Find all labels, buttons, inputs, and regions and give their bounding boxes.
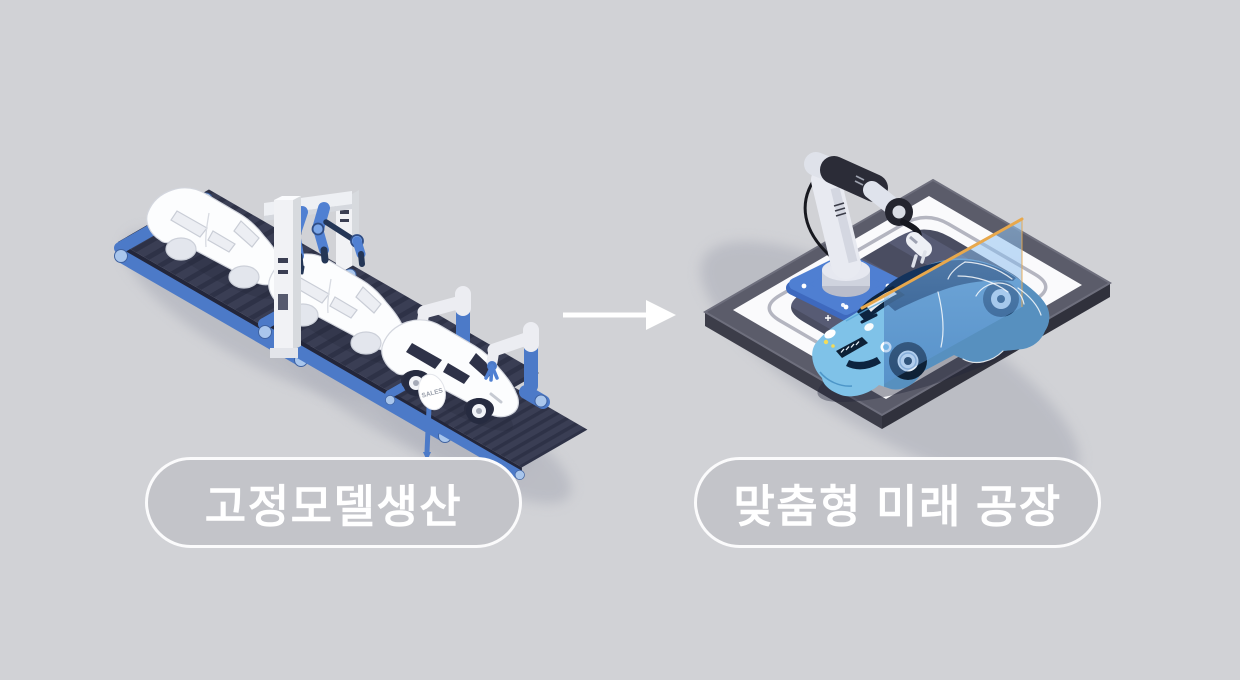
gantry-front-column: [270, 196, 301, 358]
industrial-robot-arm: [803, 152, 913, 297]
car-body-shell-1: [146, 187, 284, 299]
right-caption-label: 맞춤형 미래 공장: [733, 481, 1062, 532]
car-grille: [836, 337, 868, 358]
wireframe-lines: [937, 261, 1042, 364]
right-caption-pill: 맞춤형 미래 공장: [694, 457, 1101, 548]
charging-plug: [900, 219, 932, 268]
sales-sign: SALES: [418, 373, 446, 461]
left-caption-pill: 고정모델생산: [145, 457, 522, 548]
handling-robot-right: [484, 322, 550, 409]
finished-car: [381, 319, 520, 431]
left-caption-label: 고정모델생산: [204, 481, 463, 532]
right-arrow-icon: [563, 300, 676, 330]
scan-panel: [860, 217, 1042, 384]
future-factory-scene: [700, 152, 1112, 489]
car-body-shell-2: [268, 253, 406, 365]
old-factory-scene: SALES: [103, 187, 588, 504]
